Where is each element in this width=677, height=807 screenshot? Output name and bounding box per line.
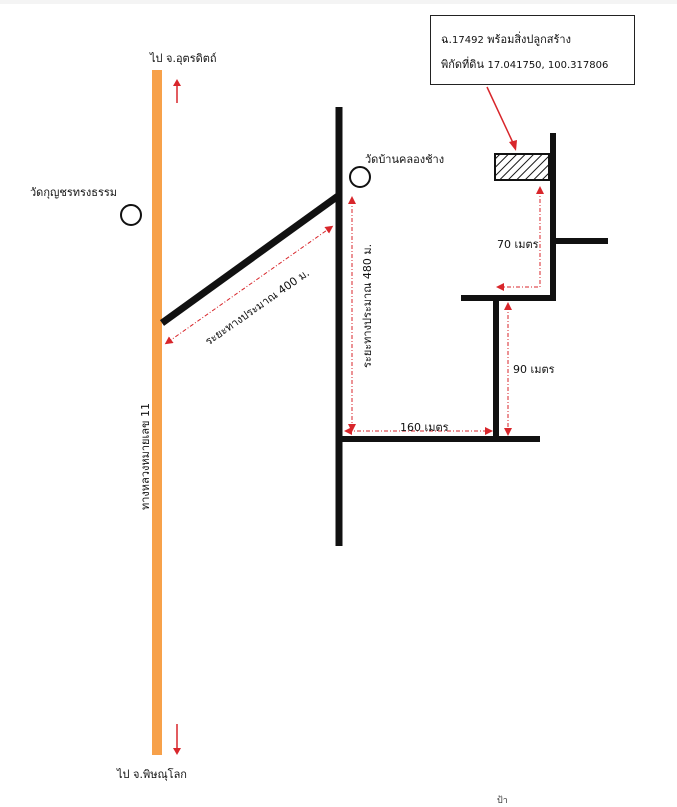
label-70m: 70 เมตร bbox=[497, 238, 539, 251]
footer-fragment: ป้า bbox=[497, 796, 508, 806]
page-top-edge bbox=[0, 0, 677, 4]
label-to-uttaradit: ไป จ.อุตรดิตถ์ bbox=[150, 52, 217, 65]
coords-prefix: พิกัดที่ดิน bbox=[441, 58, 488, 71]
dim-diagonal bbox=[164, 225, 334, 345]
land-info-callout: ฉ.17492 พร้อมสิ่งปลูกสร้าง พิกัดที่ดิน 1… bbox=[430, 15, 635, 85]
arrow-up-icon bbox=[173, 79, 181, 103]
land-plot-icon bbox=[494, 153, 550, 181]
label-160m: 160 เมตร bbox=[400, 421, 449, 434]
callout-line-deed: ฉ.17492 พร้อมสิ่งปลูกสร้าง bbox=[441, 28, 634, 53]
label-wat-right: วัดบ้านคลองช้าง bbox=[365, 153, 445, 166]
temple-left-icon bbox=[120, 204, 142, 226]
deed-prefix: ฉ. bbox=[441, 33, 452, 46]
coords-value: 17.041750, 100.317806 bbox=[487, 60, 609, 71]
highway-road bbox=[152, 70, 162, 755]
label-90m: 90 เมตร bbox=[513, 363, 555, 376]
dim-70 bbox=[496, 186, 544, 291]
deed-number: 17492 bbox=[452, 35, 484, 46]
deed-suffix: พร้อมสิ่งปลูกสร้าง bbox=[483, 33, 571, 46]
callout-line-coords: พิกัดที่ดิน 17.041750, 100.317806 bbox=[441, 53, 634, 78]
temple-right-icon bbox=[349, 166, 371, 188]
label-highway: ทางหลวงหมายเลข 11 bbox=[139, 403, 152, 510]
arrow-down-icon bbox=[173, 724, 181, 755]
label-wat-left: วัดกุญชรทรงธรรม bbox=[30, 186, 118, 199]
label-vert-distance: ระยะทางประมาณ 480 ม. bbox=[361, 243, 374, 368]
callout-pointer bbox=[486, 86, 515, 146]
label-to-phitsanulok: ไป จ.พิษณุโลก bbox=[117, 768, 187, 781]
